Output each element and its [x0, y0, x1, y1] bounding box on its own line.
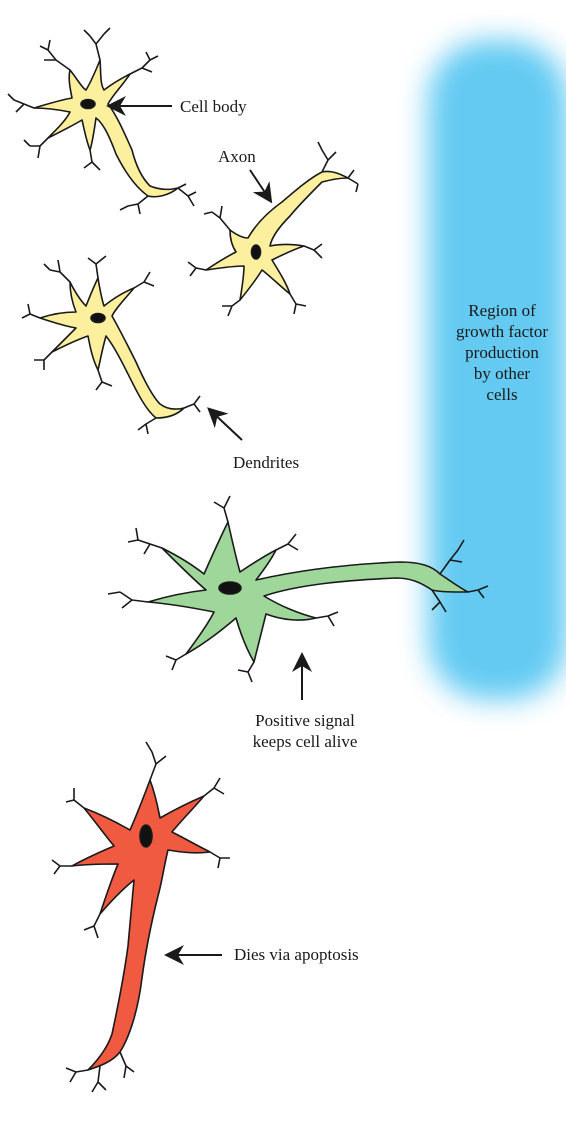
neuron-dies: [52, 742, 230, 1092]
neuron-top-right-body: [206, 171, 348, 300]
neuron-survives-nucleus: [219, 582, 241, 594]
neuron-top-left-nucleus: [81, 100, 95, 109]
neuron-top-right: [188, 142, 358, 316]
neuron-middle-left-nucleus: [91, 314, 105, 323]
region-line-1: Region of: [440, 300, 564, 321]
arrow-dendrites: [210, 410, 242, 440]
label-axon: Axon: [218, 146, 256, 167]
label-positive-signal-line2: keeps cell alive: [240, 731, 370, 752]
arrow-axon: [250, 170, 270, 200]
neuron-middle-left-body: [40, 278, 184, 418]
region-line-4: by other: [440, 363, 564, 384]
region-line-2: growth factor: [440, 321, 564, 342]
neuron-middle-left: [22, 256, 200, 434]
neuron-top-left: [8, 28, 196, 214]
label-dendrites: Dendrites: [233, 452, 299, 473]
neuron-top-left-body: [34, 60, 178, 197]
label-cell-body: Cell body: [180, 96, 247, 117]
neuron-top-right-nucleus: [252, 245, 261, 259]
region-line-5: cells: [440, 384, 564, 405]
label-positive-signal-line1: Positive signal: [240, 710, 370, 731]
neuron-dies-nucleus: [140, 825, 152, 847]
label-growth-factor-region: Region of growth factor production by ot…: [440, 300, 564, 405]
label-dies: Dies via apoptosis: [234, 944, 359, 965]
region-line-3: production: [440, 342, 564, 363]
neuron-dies-body: [72, 780, 210, 1070]
neuron-survives-body: [148, 522, 468, 662]
label-positive-signal: Positive signal keeps cell alive: [240, 710, 370, 752]
